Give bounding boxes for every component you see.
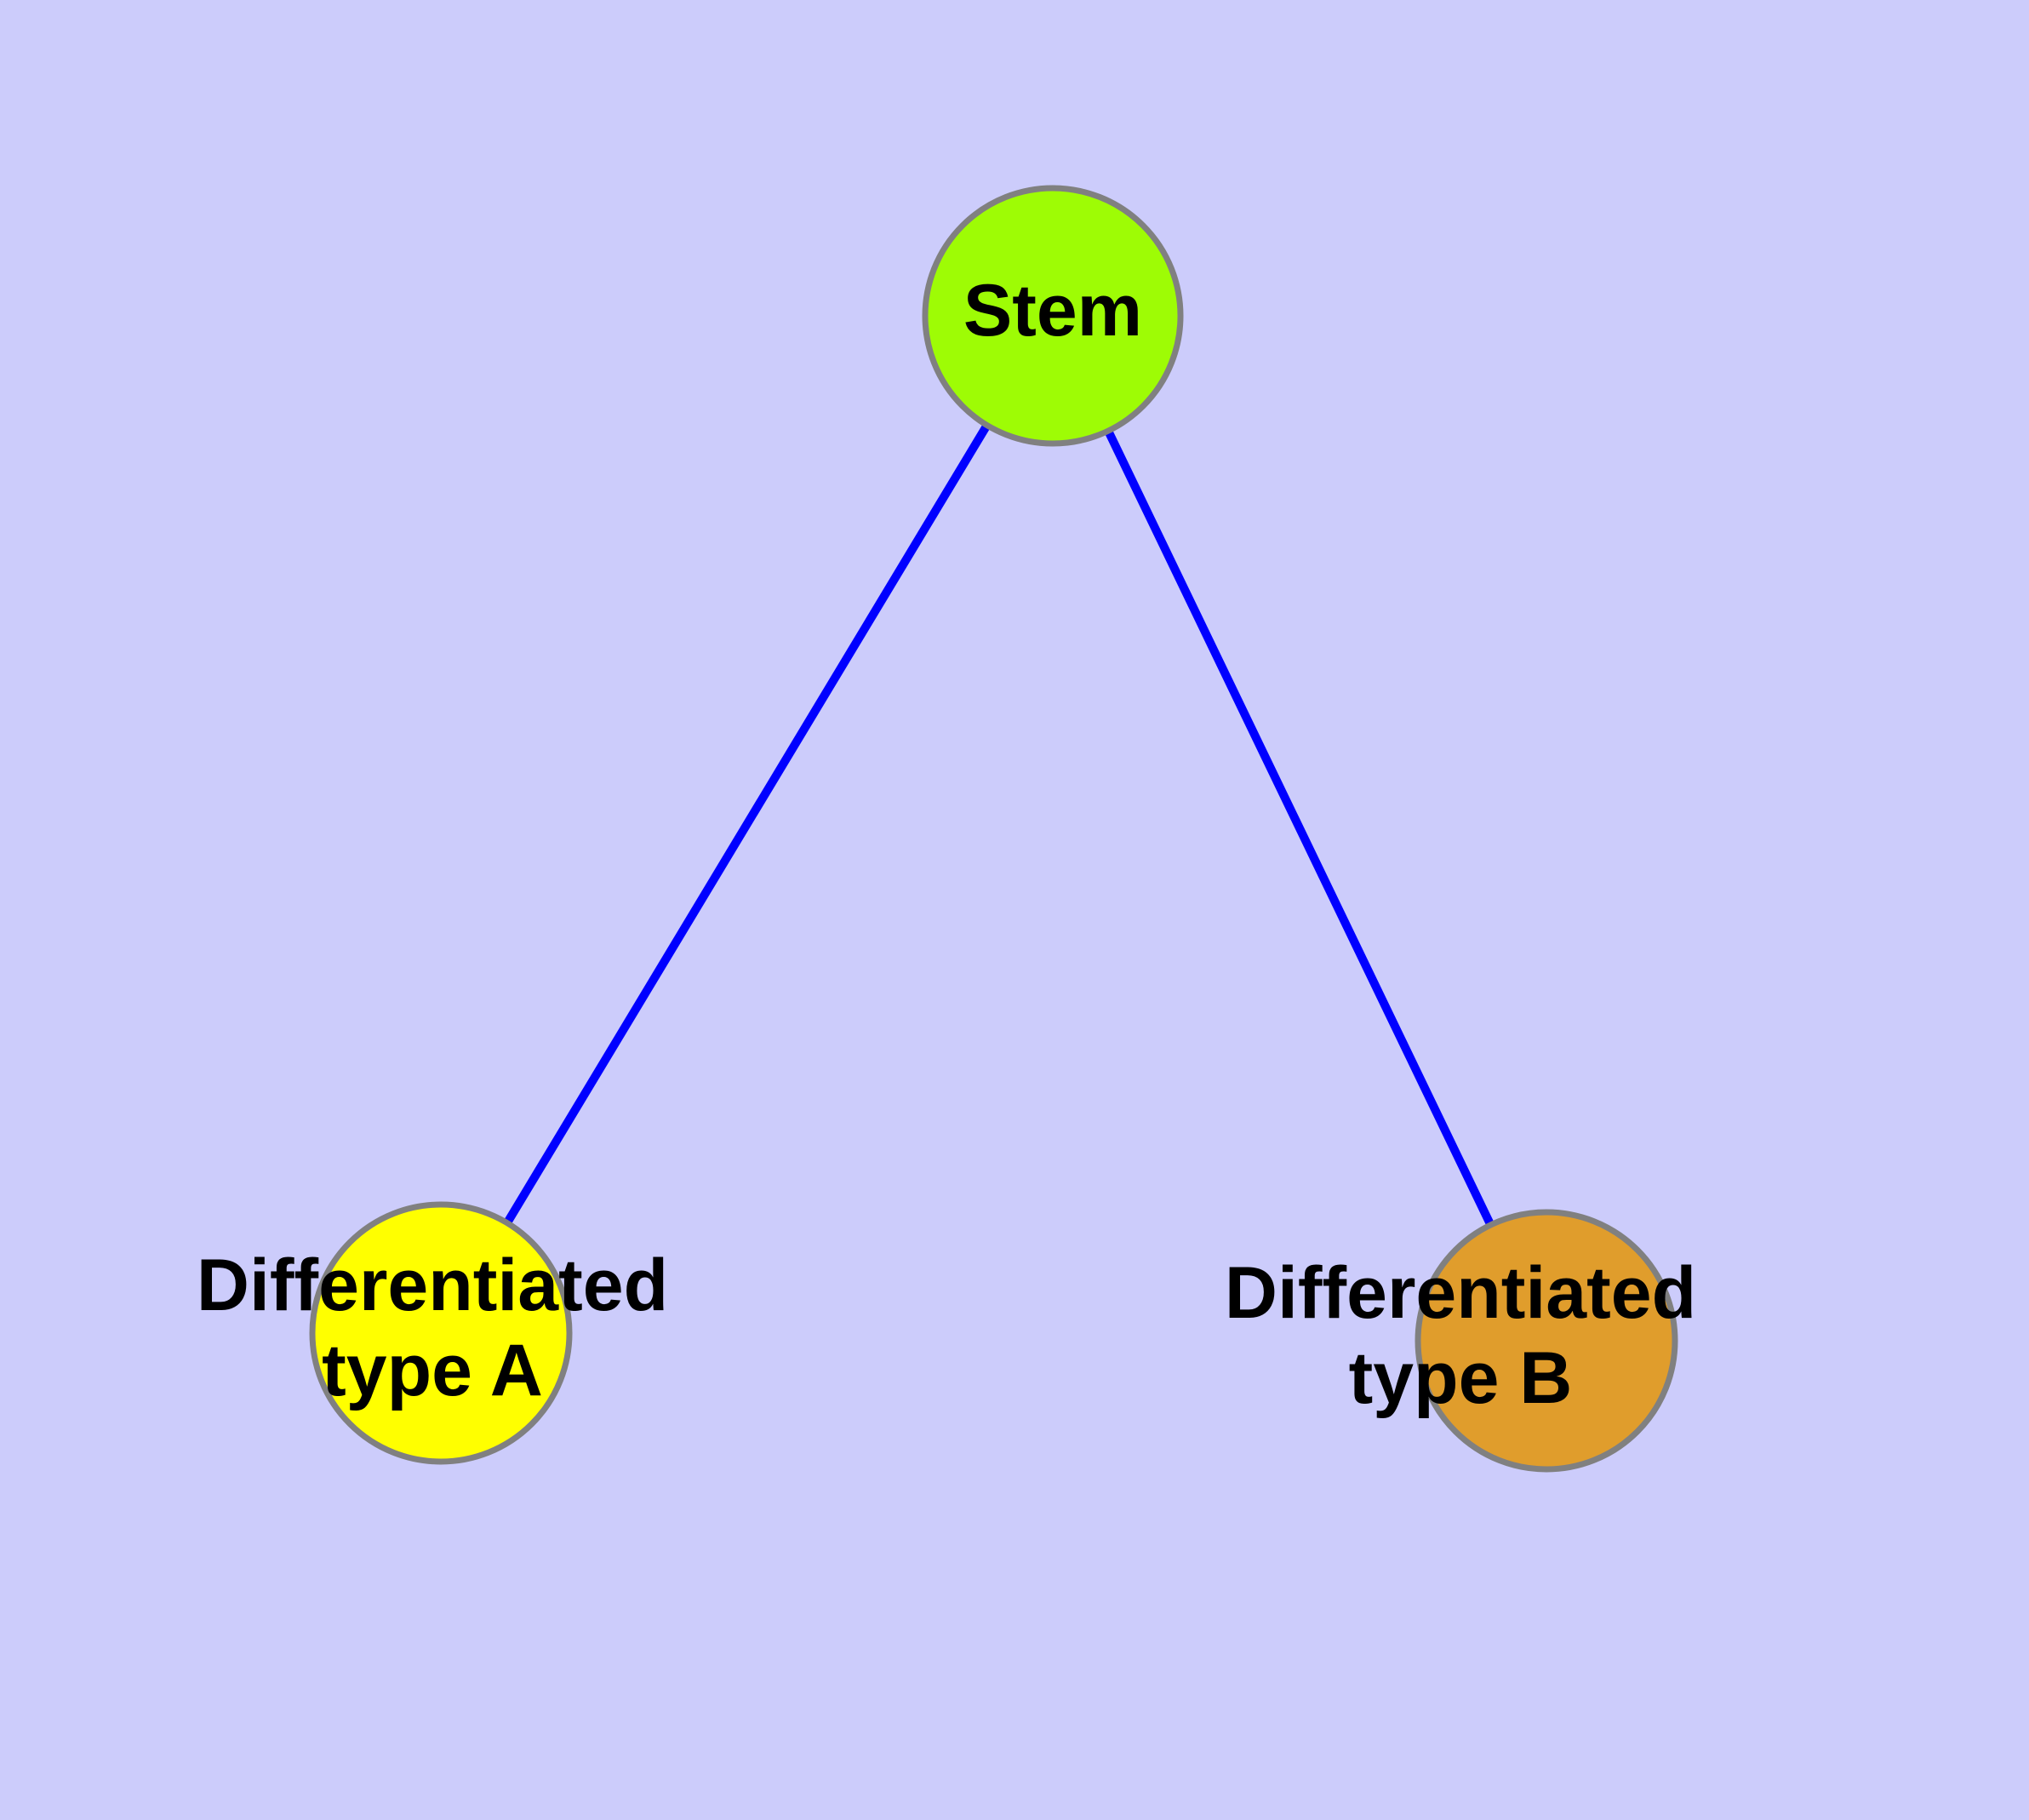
graph-node-diff-b[interactable] [1415,1209,1678,1473]
graph-node-diff-a[interactable] [309,1201,573,1465]
label-line: Stem [963,270,1142,352]
graph-edge-stem-to-diff-b[interactable] [1049,313,1551,1343]
label-line: type B [1349,1337,1573,1419]
edges-layer [437,313,1551,1343]
graph-node-label-stem: Stem [963,270,1142,352]
label-line: type A [322,1330,543,1411]
graph-edge-stem-to-diff-a[interactable] [437,313,1057,1336]
label-line: Differentiated [197,1245,668,1326]
label-line: Differentiated [1225,1252,1696,1334]
graph-node-stem[interactable] [922,185,1184,447]
nodes-layer [309,185,1678,1473]
